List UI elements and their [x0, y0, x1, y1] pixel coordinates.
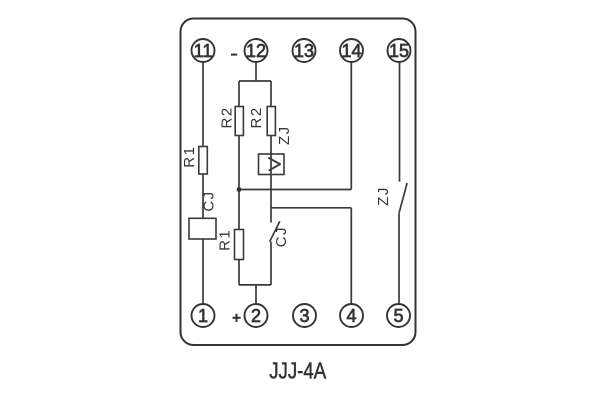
svg-text:3: 3 — [299, 306, 309, 326]
svg-text:2: 2 — [251, 306, 261, 326]
svg-text:1: 1 — [198, 306, 208, 326]
svg-text:4: 4 — [346, 306, 356, 326]
svg-text:ZJ: ZJ — [276, 125, 293, 145]
svg-text:14: 14 — [341, 41, 361, 61]
svg-text:R1: R1 — [181, 146, 198, 168]
svg-text:R2: R2 — [219, 106, 236, 128]
svg-text:13: 13 — [294, 41, 314, 61]
svg-text:12: 12 — [246, 41, 266, 61]
svg-text:R1: R1 — [217, 229, 234, 251]
svg-text:15: 15 — [389, 41, 409, 61]
svg-text:CJ: CJ — [201, 190, 218, 211]
svg-text:JJJ-4A: JJJ-4A — [269, 357, 327, 383]
svg-text:ZJ: ZJ — [375, 186, 392, 206]
svg-text:5: 5 — [393, 306, 403, 326]
svg-text:11: 11 — [194, 41, 213, 61]
svg-text:CJ: CJ — [273, 226, 290, 247]
svg-text:R2: R2 — [248, 106, 265, 128]
